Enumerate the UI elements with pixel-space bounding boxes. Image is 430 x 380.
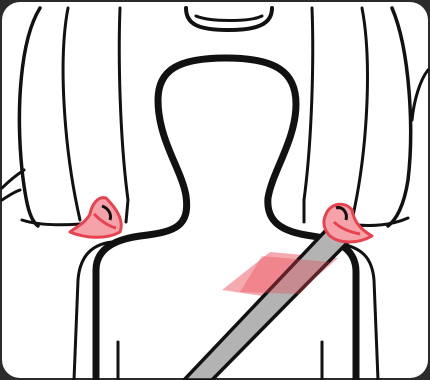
- car-seat-diagram: [0, 0, 430, 380]
- car-seat-illustration: [0, 0, 430, 380]
